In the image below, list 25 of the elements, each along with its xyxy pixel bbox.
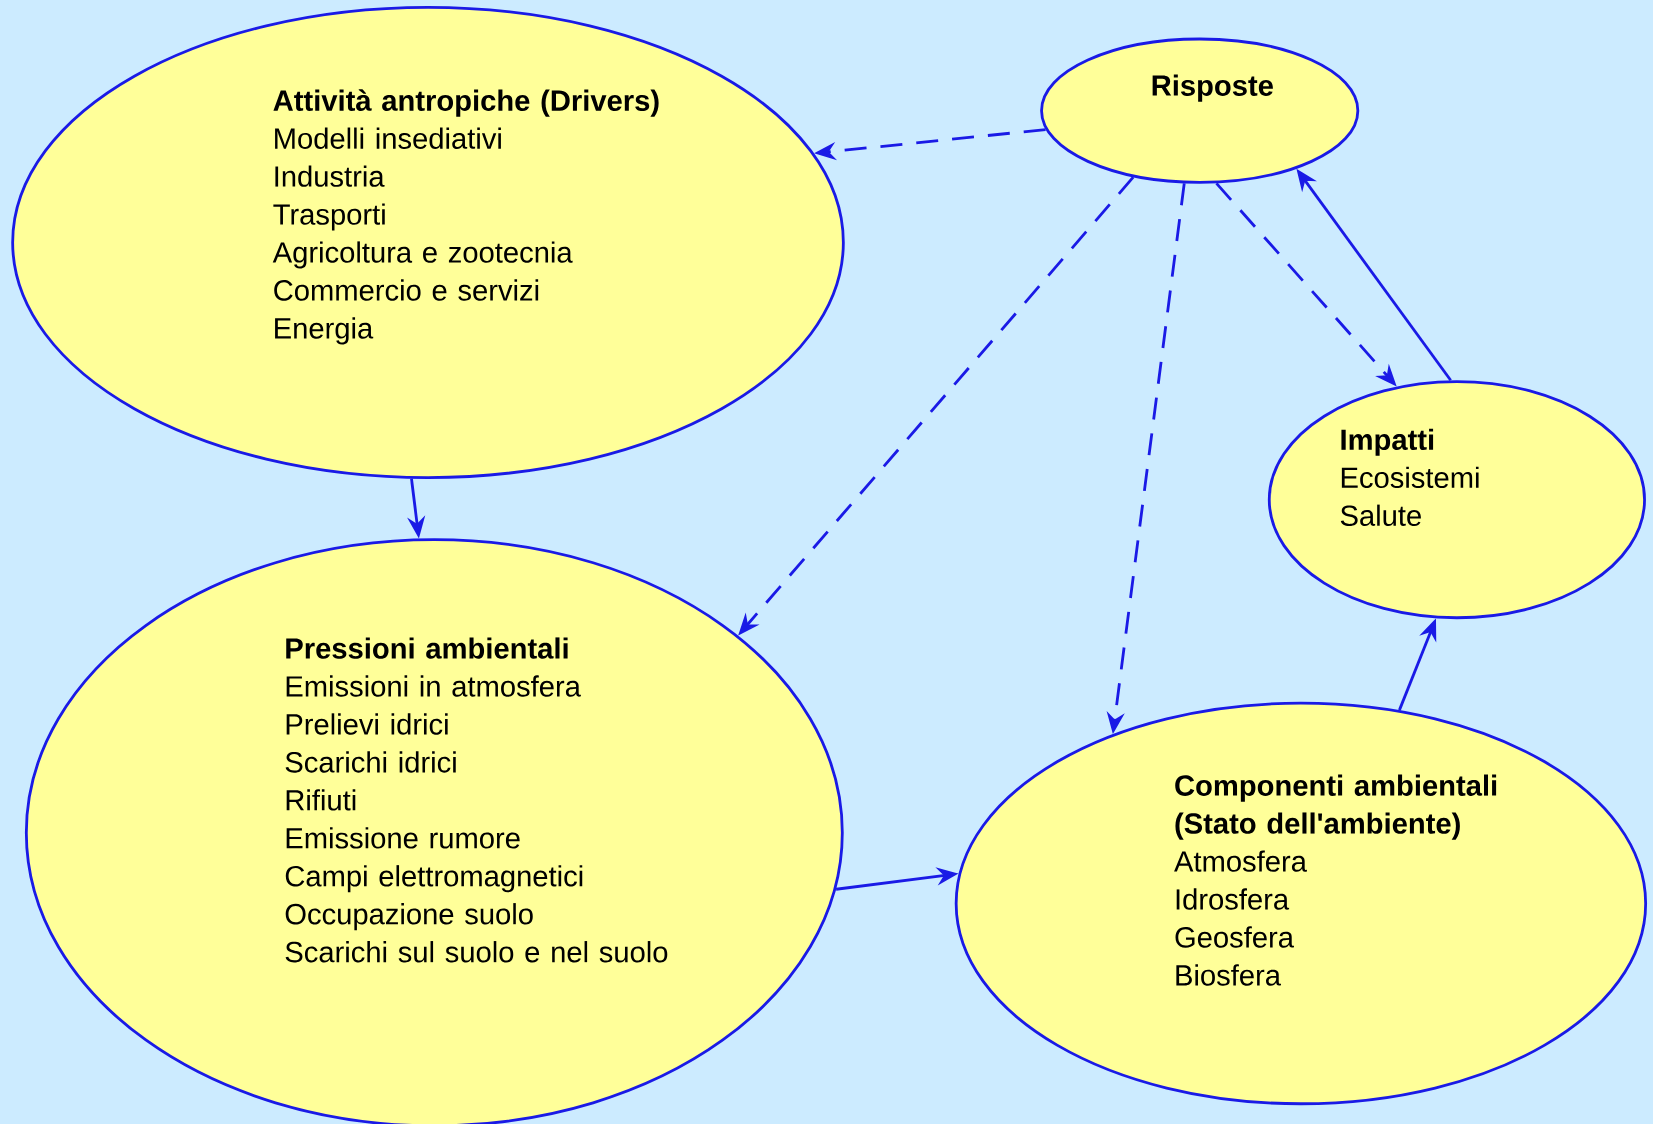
list-item: Industria [275, 165, 385, 187]
list-item: Agricoltura e zootecnia [272, 241, 573, 269]
list-item: Emissioni in atmosfera [286, 675, 581, 697]
list-item: Salute [1340, 504, 1421, 526]
list-item: Prelievi idrici [286, 713, 448, 735]
heading: Attività antropiche (Drivers) [273, 89, 659, 117]
heading: Pressioni ambientali [286, 637, 568, 659]
list-item: Modelli insediativi [275, 127, 501, 149]
list-item: Trasporti [273, 203, 385, 231]
heading: Componenti ambientali (Stato dell'ambiente) [1175, 774, 1497, 840]
list-item: Energia [275, 317, 374, 345]
list-item: Atmosfera [1174, 850, 1307, 872]
list-item: Biosfera [1176, 964, 1281, 986]
list-item: Campi elettromagnetici [285, 865, 583, 893]
list-item: Rifiuti [286, 789, 356, 811]
list-item: Scarichi idrici [285, 751, 456, 773]
list-item: Occupazione suolo [285, 903, 533, 931]
list-item: Scarichi sul suolo e nel suolo [285, 941, 668, 963]
heading: Risposte [1152, 74, 1273, 102]
list-item: Ecosistemi [1341, 466, 1479, 489]
list-item: Commercio e servizi [274, 279, 539, 301]
heading: Impatti [1341, 428, 1434, 456]
list-item: Emissione rumore [286, 827, 520, 849]
list-item: Idrosfera [1176, 888, 1290, 910]
list-item: Geosfera [1175, 926, 1294, 948]
